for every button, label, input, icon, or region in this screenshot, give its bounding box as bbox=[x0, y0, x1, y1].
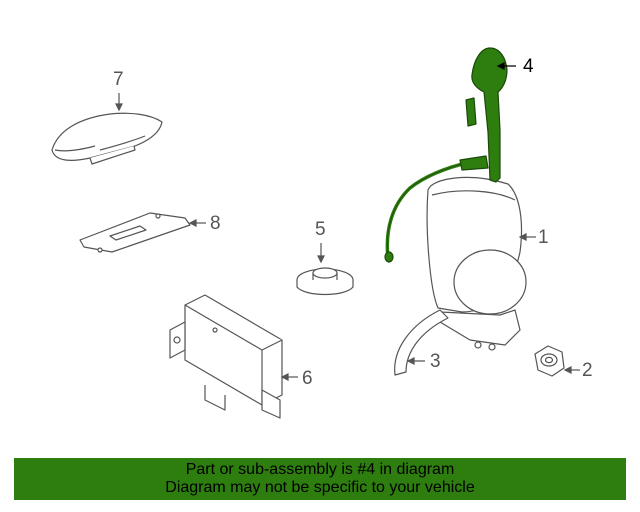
callout-1[interactable]: 1 bbox=[538, 227, 549, 248]
callout-7[interactable]: 7 bbox=[113, 69, 124, 90]
callout-2[interactable]: 2 bbox=[582, 360, 593, 381]
part-3-gasket[interactable] bbox=[394, 309, 449, 376]
callout-4[interactable]: 4 bbox=[523, 56, 534, 77]
parts-diagram bbox=[51, 47, 580, 419]
part-4-antenna-mast[interactable] bbox=[384, 47, 508, 263]
part-7-antenna-cover[interactable] bbox=[51, 112, 163, 165]
part-2-nut[interactable] bbox=[534, 345, 565, 377]
callout-6[interactable]: 6 bbox=[302, 368, 313, 389]
banner-line-1: Part or sub-assembly is #4 in diagram bbox=[185, 461, 455, 478]
callout-5[interactable]: 5 bbox=[315, 219, 326, 240]
callout-3[interactable]: 3 bbox=[430, 351, 441, 372]
part-6-control-module[interactable] bbox=[169, 294, 283, 419]
part-5-grommet[interactable] bbox=[296, 267, 354, 296]
part-8-bracket[interactable] bbox=[79, 212, 191, 253]
banner-line-2: Diagram may not be specific to your vehi… bbox=[165, 479, 475, 496]
callout-8[interactable]: 8 bbox=[210, 213, 221, 234]
part-1-antenna-base[interactable] bbox=[426, 176, 527, 351]
info-banner: Part or sub-assembly is #4 in diagram Di… bbox=[14, 458, 626, 500]
